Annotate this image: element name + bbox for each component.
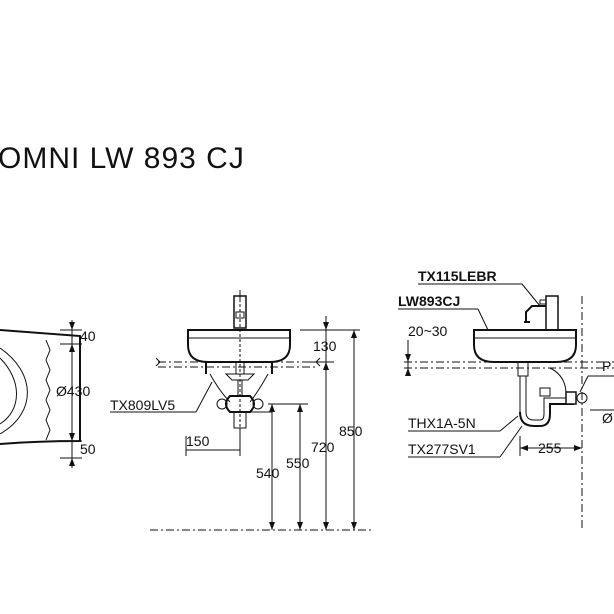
- label-tx115lebr: TX115LEBR: [418, 268, 497, 284]
- dim-255: 255: [538, 440, 562, 456]
- drawing-title: OMNI LW 893 CJ: [0, 142, 245, 175]
- label-tx809lv5: TX809LV5: [110, 397, 175, 413]
- dim-top-40: 40: [80, 328, 96, 344]
- edge-label-p: P: [602, 358, 611, 374]
- edge-label-o: Ø: [602, 410, 613, 426]
- dim-850: 850: [339, 423, 363, 439]
- dim-720: 720: [311, 439, 335, 455]
- dim-bottom-50: 50: [80, 441, 96, 457]
- dim-20-30: 20~30: [408, 323, 448, 339]
- front-view: 130 150 540 550 720 850 TX809LV5: [110, 290, 372, 531]
- label-thx1a-5n: THX1A-5N: [408, 415, 476, 431]
- label-lw893cj: LW893CJ: [398, 293, 460, 309]
- dim-540: 540: [256, 465, 280, 481]
- dim-130: 130: [313, 338, 337, 354]
- top-view: 40 Ø430 50: [0, 320, 96, 468]
- side-view: 255 TX115LEBR LW893CJ 20~30 THX1A-5N TX2…: [398, 268, 614, 530]
- dim-150: 150: [186, 433, 210, 449]
- dim-diameter-430: Ø430: [56, 383, 90, 399]
- dim-550: 550: [286, 455, 310, 471]
- label-tx277sv1: TX277SV1: [408, 441, 476, 457]
